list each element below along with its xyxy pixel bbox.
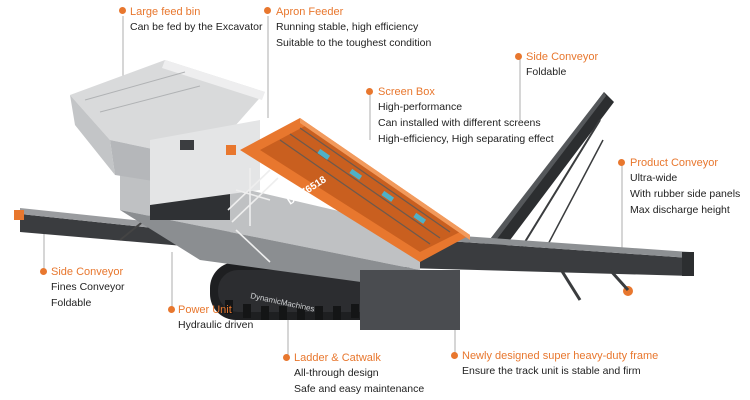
- callout-title: Screen Box: [378, 86, 435, 98]
- dot-side-conveyor-right: [515, 53, 522, 60]
- callout-apron-feeder: Apron Feeder Running stable, high effici…: [276, 5, 431, 51]
- callout-feed-bin: Large feed bin Can be fed by the Excavat…: [130, 5, 263, 35]
- callout-line: High-performance: [378, 101, 463, 113]
- right-side-conveyor: [478, 92, 614, 264]
- callout-line: Fines Conveyor: [51, 281, 125, 293]
- callout-screen-box: Screen Box High-performance Can installe…: [378, 85, 554, 147]
- callout-side-conveyor-left: Side Conveyor Fines Conveyor Foldable: [51, 265, 125, 311]
- dot-side-conveyor-left: [40, 268, 47, 275]
- callout-side-conveyor-right: Side Conveyor Foldable: [526, 50, 598, 80]
- callout-line: Ultra-wide: [630, 172, 678, 184]
- callout-line: High-efficiency, High separating effect: [378, 133, 554, 145]
- callout-line: Running stable, high efficiency: [276, 21, 419, 33]
- dot-screen-box: [366, 88, 373, 95]
- callout-title: Ladder & Catwalk: [294, 352, 381, 364]
- callout-title: Power Unit: [178, 304, 232, 316]
- callout-line: Can installed with different screens: [378, 117, 541, 129]
- dot-frame: [451, 352, 458, 359]
- feeder-body: [150, 120, 260, 205]
- callout-line: Suitable to the toughest condition: [276, 37, 432, 49]
- callout-line: Foldable: [526, 66, 567, 78]
- dot-power-unit: [168, 306, 175, 313]
- callout-line: All-through design: [294, 367, 379, 379]
- callout-line: With rubber side panels: [630, 188, 741, 200]
- callout-line: Ensure the track unit is stable and firm: [462, 365, 641, 377]
- callout-line: Max discharge height: [630, 204, 730, 216]
- callout-product-conveyor: Product Conveyor Ultra-wide With rubber …: [630, 156, 740, 218]
- callout-frame: Newly designed super heavy-duty frame En…: [462, 349, 658, 379]
- callout-title: Large feed bin: [130, 6, 201, 18]
- callout-line: Foldable: [51, 297, 92, 309]
- callout-title: Newly designed super heavy-duty frame: [462, 350, 659, 362]
- dot-ladder-catwalk: [283, 354, 290, 361]
- callout-title: Side Conveyor: [526, 51, 599, 63]
- callout-line: Safe and easy maintenance: [294, 383, 425, 395]
- dot-product-conveyor: [618, 159, 625, 166]
- dot-apron-feeder: [264, 7, 271, 14]
- callout-title: Side Conveyor: [51, 266, 124, 278]
- product-conveyor: [405, 232, 694, 301]
- callout-line: Can be fed by the Excavator: [130, 21, 263, 33]
- callout-power-unit: Power Unit Hydraulic driven: [178, 303, 253, 333]
- ladder-catwalk: [227, 168, 279, 263]
- callout-title: Apron Feeder: [276, 6, 344, 18]
- callout-title: Product Conveyor: [630, 157, 719, 169]
- callout-line: Hydraulic driven: [178, 319, 254, 331]
- callout-ladder-catwalk: Ladder & Catwalk All-through design Safe…: [294, 351, 424, 397]
- dot-feed-bin: [119, 7, 126, 14]
